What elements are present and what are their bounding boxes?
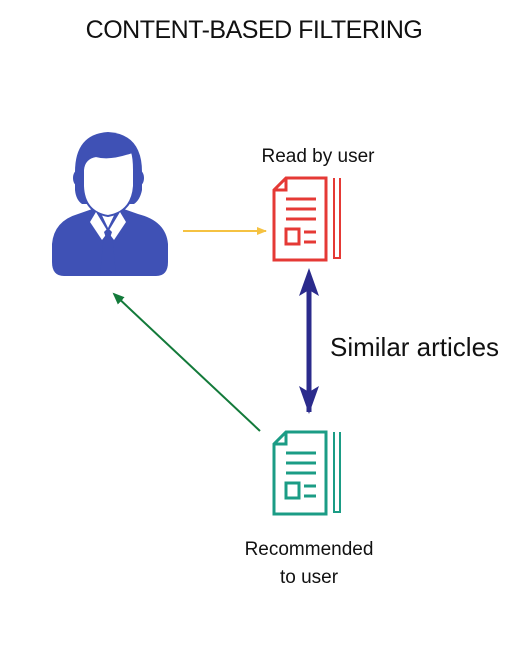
read-by-user-label: Read by user	[261, 146, 375, 167]
recommended-document-icon	[272, 430, 341, 516]
read-document-icon	[272, 176, 341, 262]
user-face	[82, 150, 135, 240]
similar-articles-label: Similar articles	[330, 332, 499, 362]
similar-articles-arrow	[299, 268, 319, 414]
recommended-label-line2: to user	[280, 567, 339, 588]
arrow-recommend-to-user	[112, 292, 261, 432]
recommended-label-line1: Recommended	[245, 539, 374, 560]
diagram-title: CONTENT-BASED FILTERING	[86, 16, 423, 44]
